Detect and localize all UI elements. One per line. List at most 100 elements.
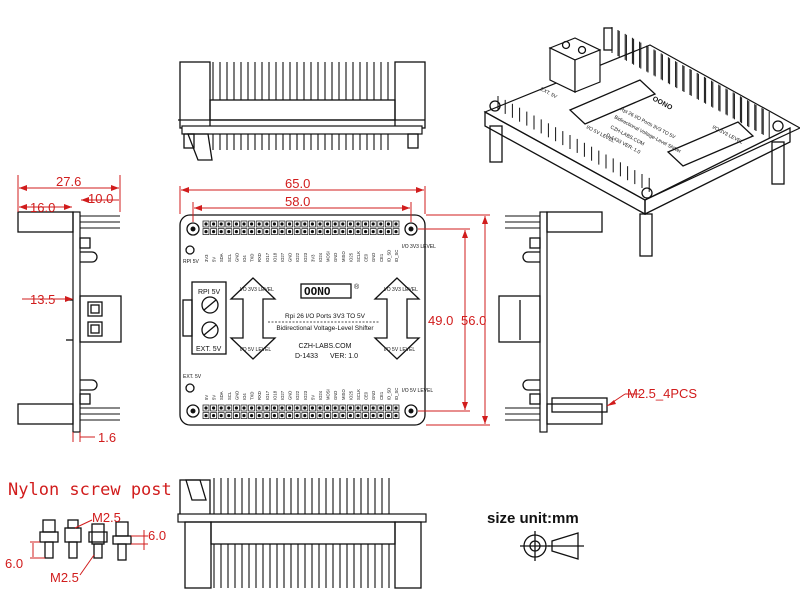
header-pin	[326, 414, 330, 418]
pin-label: ID_SD	[386, 250, 391, 262]
pin-label: GND	[371, 391, 376, 400]
header-pin	[295, 406, 299, 410]
post-m-top: M2.5	[92, 510, 121, 525]
mounting-hole-tl	[186, 222, 200, 236]
header-pin	[333, 222, 337, 226]
pin-label: SCLK	[356, 251, 361, 262]
header-pin	[303, 230, 307, 234]
header-pin	[333, 230, 337, 234]
pin-label: MOSI	[326, 251, 331, 262]
nylon-dimensions: M2.5 M2.5 6.0 6.0	[5, 510, 166, 585]
dim-terminal-offset: 13.5	[30, 292, 55, 307]
pin-label: SDA	[219, 253, 224, 262]
header-pin	[318, 406, 322, 410]
header-pin	[310, 230, 314, 234]
header-pin	[295, 222, 299, 226]
brand-logo	[300, 283, 352, 299]
header-pin	[272, 230, 276, 234]
pin-label: IO4	[242, 255, 247, 262]
registered-mark: ®	[354, 283, 360, 291]
nylon-screw-post-icon	[39, 519, 59, 559]
nylon-screw-post-icon	[64, 519, 82, 559]
header-pin	[288, 414, 292, 418]
header-pin	[386, 222, 390, 226]
pin-label: ID_SC	[394, 250, 399, 262]
header-pin	[326, 406, 330, 410]
mounting-hole-bl	[186, 404, 200, 418]
iso-standoff	[639, 213, 653, 257]
pin-label: IO23	[303, 390, 308, 400]
header-pin	[204, 222, 208, 226]
ext-5v-led	[185, 383, 195, 393]
header-pin	[318, 414, 322, 418]
pin-label: IO18	[272, 252, 277, 262]
header-pin	[341, 222, 345, 226]
header-pin	[242, 414, 246, 418]
dim-hole-spacing-x: 58.0	[285, 194, 310, 209]
pin-label: TXD	[250, 254, 255, 262]
header-pin	[295, 230, 299, 234]
right-arrow-5v-label: I/O 5V LEVEL	[384, 347, 415, 353]
header-pin	[272, 222, 276, 226]
pin-label: IO24	[318, 390, 323, 400]
header-pin	[234, 230, 238, 234]
header-pin	[356, 414, 360, 418]
brand-logo-text: OONO	[304, 285, 331, 298]
dim-total-width: 65.0	[285, 176, 310, 191]
header-pin	[356, 230, 360, 234]
header-pin	[348, 406, 352, 410]
header-pin	[333, 414, 337, 418]
header-pin	[386, 406, 390, 410]
pin-label: 5V	[212, 257, 217, 262]
header-pin	[242, 406, 246, 410]
header-pin	[326, 230, 330, 234]
pin-label: IO22	[295, 390, 300, 400]
header-pin	[234, 222, 238, 226]
header-pin	[386, 414, 390, 418]
header-pin	[341, 406, 345, 410]
dim-total-height: 56.0	[461, 313, 486, 328]
pin-label: RXD	[257, 391, 262, 400]
bottom-elevation-view	[177, 478, 427, 589]
board-version: VER: 1.0	[330, 353, 358, 360]
header-pin	[371, 406, 375, 410]
ext-5v-small-label: EXT. 5V	[183, 374, 202, 380]
header-pin	[348, 230, 352, 234]
nylon-screw-post-title: Nylon screw post	[8, 480, 172, 500]
header-pin	[212, 230, 216, 234]
header-pin	[265, 414, 269, 418]
header-pin	[379, 230, 383, 234]
header-pin	[310, 414, 314, 418]
pin-label: GND	[333, 391, 338, 400]
pin-label: GND	[234, 391, 239, 400]
post-h-right: 6.0	[148, 528, 166, 543]
header-pin	[204, 414, 208, 418]
header-pin	[348, 222, 352, 226]
header-pin	[379, 406, 383, 410]
rpi-5v-led	[185, 245, 195, 255]
header-pin	[371, 414, 375, 418]
header-pin	[333, 406, 337, 410]
header-pin	[242, 230, 246, 234]
pin-label: IO25	[348, 390, 353, 400]
terminal-rpi-5v-label: RPI 5V	[198, 289, 221, 296]
pin-label: IO4	[242, 393, 247, 400]
header-pin	[364, 222, 368, 226]
projection-symbol-icon	[520, 531, 584, 561]
post-m-bottom: M2.5	[50, 570, 79, 585]
header-pin	[288, 406, 292, 410]
top-elevation-view	[178, 61, 426, 161]
header-pin	[212, 222, 216, 226]
header-pin	[257, 406, 261, 410]
board-model: D-1433	[295, 353, 318, 360]
pin-label: CE1	[379, 253, 384, 262]
terminal-block	[182, 281, 227, 355]
pin-label: IO17	[265, 390, 270, 400]
pin-label: MISO	[341, 389, 346, 400]
screw-icon	[201, 321, 219, 339]
pin-label: IO25	[348, 252, 353, 262]
header-pin	[219, 222, 223, 226]
pin-label: RXD	[257, 253, 262, 262]
